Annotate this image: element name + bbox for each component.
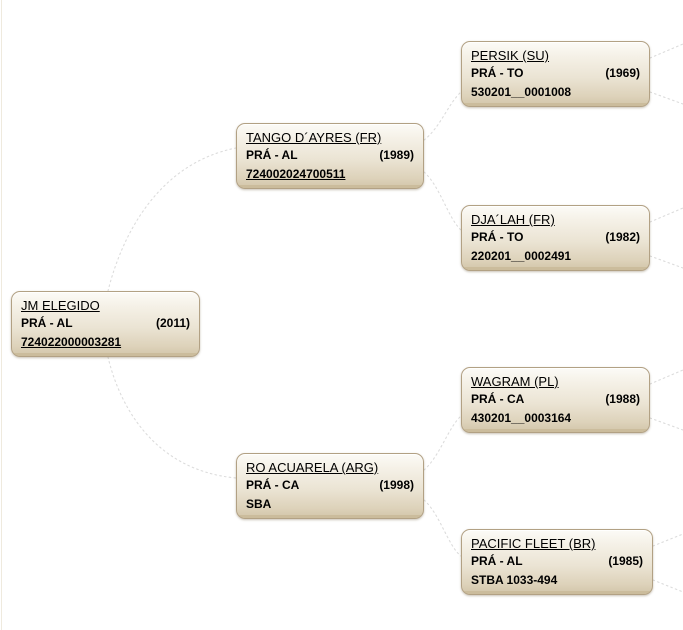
node-name[interactable]: PERSIK (SU) [471,48,550,63]
node-name[interactable]: DJA´LAH (FR) [471,212,555,227]
pedigree-node-dam-dam[interactable]: PACIFIC FLEET (BR) PRÁ - AL (1985) STBA … [461,529,653,595]
connector-dam-to-dam-sire [423,415,462,471]
node-grade: PRÁ - AL [246,148,298,162]
node-registration: 430201__0003164 [471,411,572,425]
connector-root-to-dam [107,356,237,479]
node-grade-row: PRÁ - CA (1988) [471,390,640,409]
node-year: (1969) [605,66,640,80]
pedigree-node-sire-sire[interactable]: PERSIK (SU) PRÁ - TO (1969) 530201__0001… [461,41,650,107]
connector-sire-sire-stub-upper [649,43,683,59]
node-registration[interactable]: 724002024700511 [246,167,346,181]
node-year: (1985) [608,554,643,568]
connector-dam-sire-stub-upper [649,369,683,385]
node-year: (1982) [605,230,640,244]
connector-dam-dam-stub-upper [652,533,683,547]
node-registration[interactable]: 724022000003281 [21,335,122,349]
node-registration: 220201__0002491 [471,249,572,263]
connector-sire-sire-stub-lower [649,91,683,105]
node-grade-row: PRÁ - AL (1985) [471,552,643,571]
node-year: (1988) [605,392,640,406]
pedigree-node-sire[interactable]: TANGO D´AYRES (FR) PRÁ - AL (1989) 72400… [236,123,424,189]
node-grade-row: PRÁ - TO (1969) [471,64,640,83]
connector-sire-to-sire-sire [423,91,462,141]
node-grade: PRÁ - AL [471,554,523,568]
connector-sire-to-sire-dam [423,171,462,231]
node-grade-row: PRÁ - CA (1998) [246,476,414,495]
node-registration: 530201__0001008 [471,85,572,99]
pedigree-node-dam-sire[interactable]: WAGRAM (PL) PRÁ - CA (1988) 430201__0003… [461,367,650,433]
pedigree-node-sire-dam[interactable]: DJA´LAH (FR) PRÁ - TO (1982) 220201__000… [461,205,650,271]
node-grade: PRÁ - CA [246,478,300,492]
left-edge-rule [1,0,2,630]
node-grade: PRÁ - TO [471,66,524,80]
node-year: (1998) [379,478,414,492]
connector-dam-dam-stub-lower [652,579,683,593]
node-year: (2011) [155,316,190,330]
node-grade: PRÁ - CA [471,392,525,406]
node-year: (1989) [379,148,414,162]
node-grade: PRÁ - AL [21,316,73,330]
connector-sire-dam-stub-upper [649,207,683,223]
pedigree-node-root[interactable]: JM ELEGIDO PRÁ - AL (2011) 7240220000032… [11,291,200,357]
node-grade-row: PRÁ - TO (1982) [471,228,640,247]
node-name[interactable]: JM ELEGIDO [21,298,100,313]
node-grade-row: PRÁ - AL (2011) [21,314,190,333]
connector-dam-sire-stub-lower [649,417,683,431]
pedigree-node-dam[interactable]: RO ACUARELA (ARG) PRÁ - CA (1998) SBA [236,453,424,519]
node-grade: PRÁ - TO [471,230,524,244]
connector-dam-to-dam-dam [423,499,462,557]
node-name[interactable]: TANGO D´AYRES (FR) [246,130,382,145]
connector-root-to-sire [107,147,237,292]
node-registration: STBA 1033-494 [471,573,558,587]
node-name[interactable]: WAGRAM (PL) [471,374,559,389]
node-name[interactable]: RO ACUARELA (ARG) [246,460,379,475]
node-grade-row: PRÁ - AL (1989) [246,146,414,165]
node-name[interactable]: PACIFIC FLEET (BR) [471,536,596,551]
node-registration: SBA [246,497,272,511]
connector-sire-dam-stub-lower [649,255,683,269]
